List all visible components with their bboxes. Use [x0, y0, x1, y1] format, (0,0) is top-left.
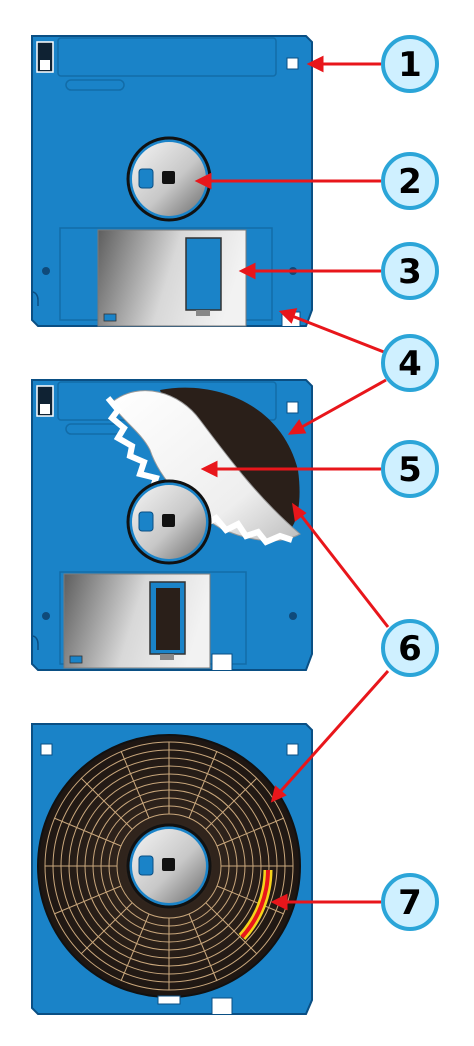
- callout-1: 1: [381, 35, 439, 93]
- callout-3-number: 3: [398, 252, 422, 292]
- shutter-window: [185, 237, 222, 311]
- hub-drive-hole: [138, 168, 154, 189]
- callout-2: 2: [381, 152, 439, 210]
- arrow-4b: [299, 378, 387, 430]
- callout-1-number: 1: [398, 45, 422, 85]
- arrows: [194, 55, 390, 911]
- arrow-6a: [298, 513, 390, 628]
- arrow-4a: [291, 314, 385, 354]
- arrow-6b: [278, 670, 390, 793]
- paper-liner: [111, 390, 301, 542]
- callout-6: 6: [381, 619, 439, 677]
- callout-7: 7: [381, 873, 439, 931]
- hub-spindle-hole: [162, 171, 175, 184]
- floppy-cutaway: [31, 379, 313, 671]
- callout-5-number: 5: [398, 450, 422, 490]
- callout-6-number: 6: [398, 629, 422, 669]
- callout-7-number: 7: [398, 883, 422, 923]
- write-protect-hole: [286, 57, 299, 70]
- callout-4: 4: [381, 334, 439, 392]
- floppy-open: [31, 723, 313, 1015]
- alignment-hole: [42, 267, 50, 275]
- callout-3: 3: [381, 242, 439, 300]
- callout-5: 5: [381, 440, 439, 498]
- shutter-2: [63, 573, 211, 669]
- label-slot: [65, 79, 125, 91]
- callout-4-number: 4: [398, 344, 422, 384]
- label-recess: [57, 37, 277, 77]
- shutter: [97, 229, 247, 327]
- callout-2-number: 2: [398, 162, 422, 202]
